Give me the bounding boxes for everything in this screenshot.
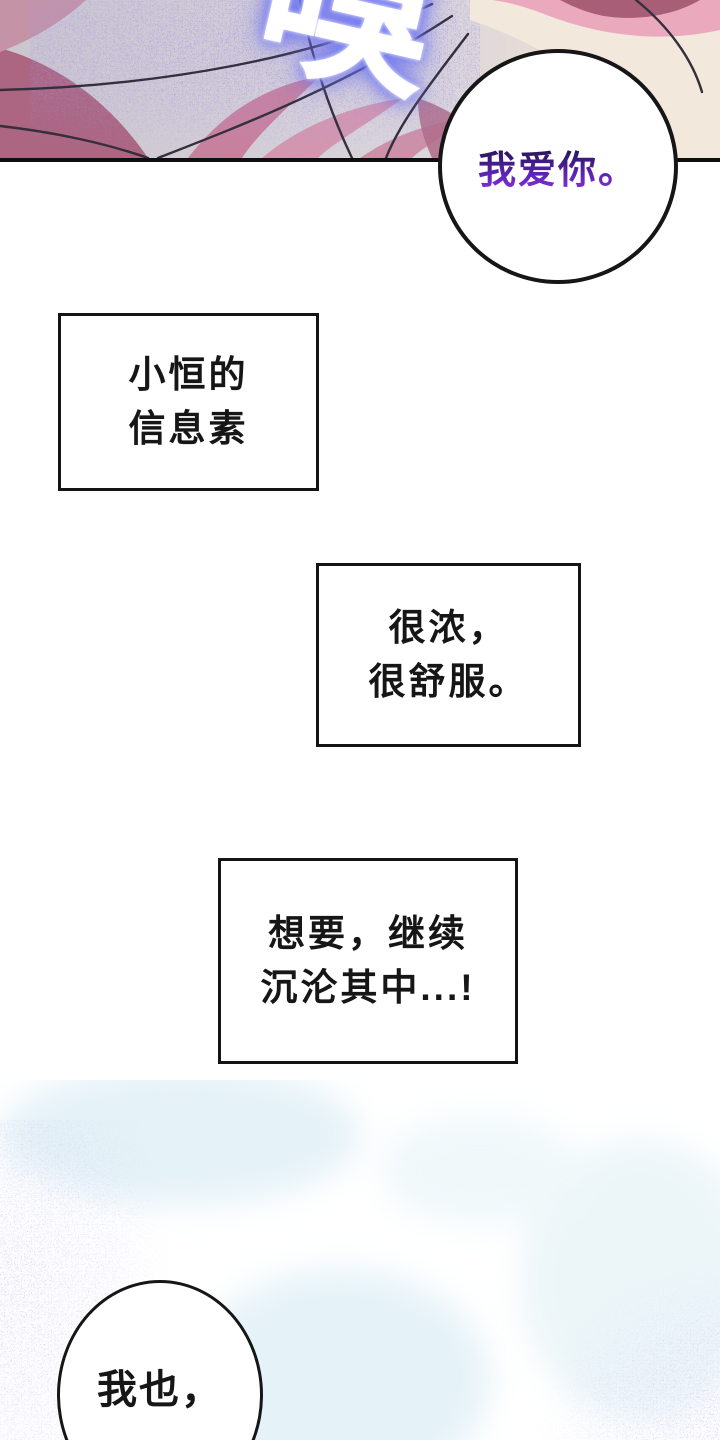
caption-line: 想要，继续 <box>268 913 468 955</box>
caption-line: 很舒服。 <box>368 661 529 702</box>
caption-line: 信息素 <box>128 408 249 449</box>
caption-line: 沉沦其中...! <box>260 967 476 1008</box>
speech-bubble-love: 我爱你。 <box>438 49 678 284</box>
caption-line: 小恒的 <box>128 354 249 396</box>
caption-line: 很浓， <box>388 607 509 649</box>
caption-box-3: 想要，继续 沉沦其中...! <box>218 858 518 1064</box>
caption-box-1: 小恒的 信息素 <box>58 313 319 491</box>
caption-box-2: 很浓， 很舒服。 <box>316 563 581 747</box>
speech-text-reply: 我也， <box>97 1368 223 1412</box>
speech-text-love: 我爱你。 <box>478 139 638 194</box>
